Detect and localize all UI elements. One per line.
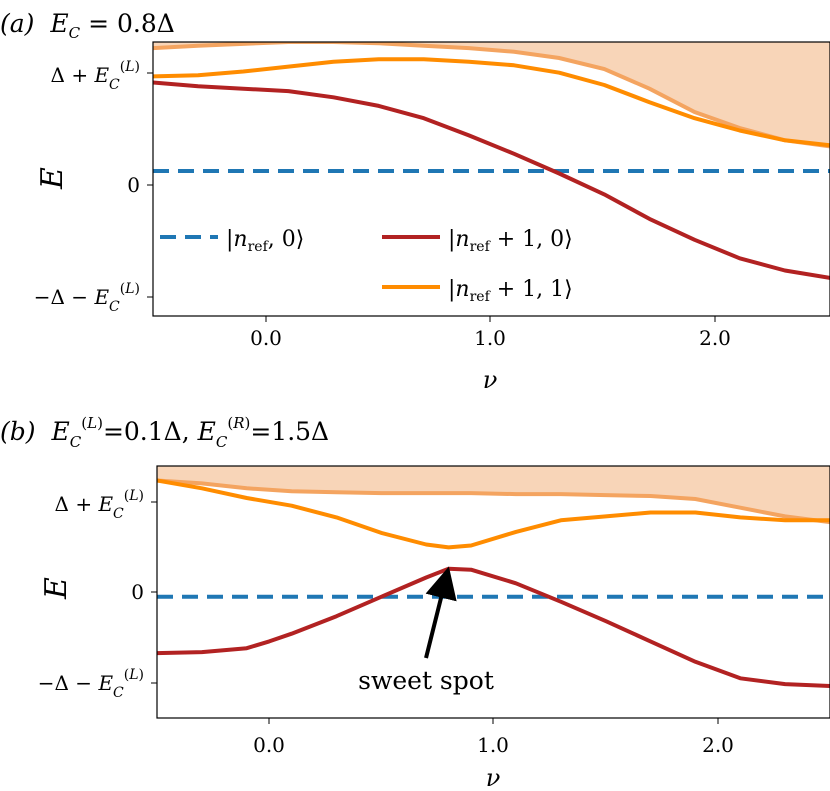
y-axis-label: E: [39, 577, 74, 600]
y-tick-label: −Δ − EC(L): [38, 667, 144, 701]
plot-frame: [152, 41, 830, 317]
x-tick-label: 2.0: [702, 733, 734, 757]
series-nref-plus1-0: [153, 80, 830, 280]
continuum-edge: [157, 478, 830, 525]
series-nref-plus1-1: [157, 478, 830, 550]
continuum-edge: [153, 42, 830, 149]
panel-b: (b)EC(L)=0.1Δ, EC(R)=1.5Δ Δ + EC(L) 0 −Δ…: [0, 414, 830, 791]
x-tick-label: 0.0: [250, 326, 282, 350]
series-nref-plus1-1: [153, 57, 830, 148]
series-nref-plus1-0: [157, 566, 830, 688]
y-tick-label: 0: [131, 580, 144, 604]
y-axis-label: E: [35, 167, 70, 190]
panel-a: (a)EC = 0.8Δ Δ + EC(L) 0 −Δ − EC(L) 0.0 …: [0, 9, 830, 394]
panel-a-title: (a)EC = 0.8Δ: [0, 9, 175, 42]
legend-label-nref-plus1-1: |nref + 1, 1⟩: [448, 277, 573, 305]
x-tick-label: 0.0: [253, 733, 285, 757]
legend: |nref, 0⟩ |nref + 1, 0⟩ |nref + 1, 1⟩: [160, 227, 573, 305]
continuum-fill: [153, 42, 830, 147]
x-tick-label: 1.0: [477, 733, 509, 757]
x-axis-label: ν: [483, 366, 498, 394]
sweet-spot-arrow: [424, 566, 457, 659]
continuum-fill: [157, 466, 830, 523]
legend-label-nref-0: |nref, 0⟩: [226, 227, 304, 255]
y-tick-label: Δ + EC(L): [51, 59, 140, 93]
y-tick-label: −Δ − EC(L): [34, 281, 140, 315]
sweet-spot-label: sweet spot: [358, 666, 494, 695]
y-tick-label: 0: [127, 173, 140, 197]
x-tick-label: 1.0: [474, 326, 506, 350]
y-tick-label: Δ + EC(L): [55, 488, 144, 522]
legend-label-nref-plus1-0: |nref + 1, 0⟩: [448, 227, 573, 255]
panel-b-title: (b)EC(L)=0.1Δ, EC(R)=1.5Δ: [0, 414, 329, 451]
x-axis-label: ν: [486, 764, 501, 791]
x-tick-label: 2.0: [699, 326, 731, 350]
